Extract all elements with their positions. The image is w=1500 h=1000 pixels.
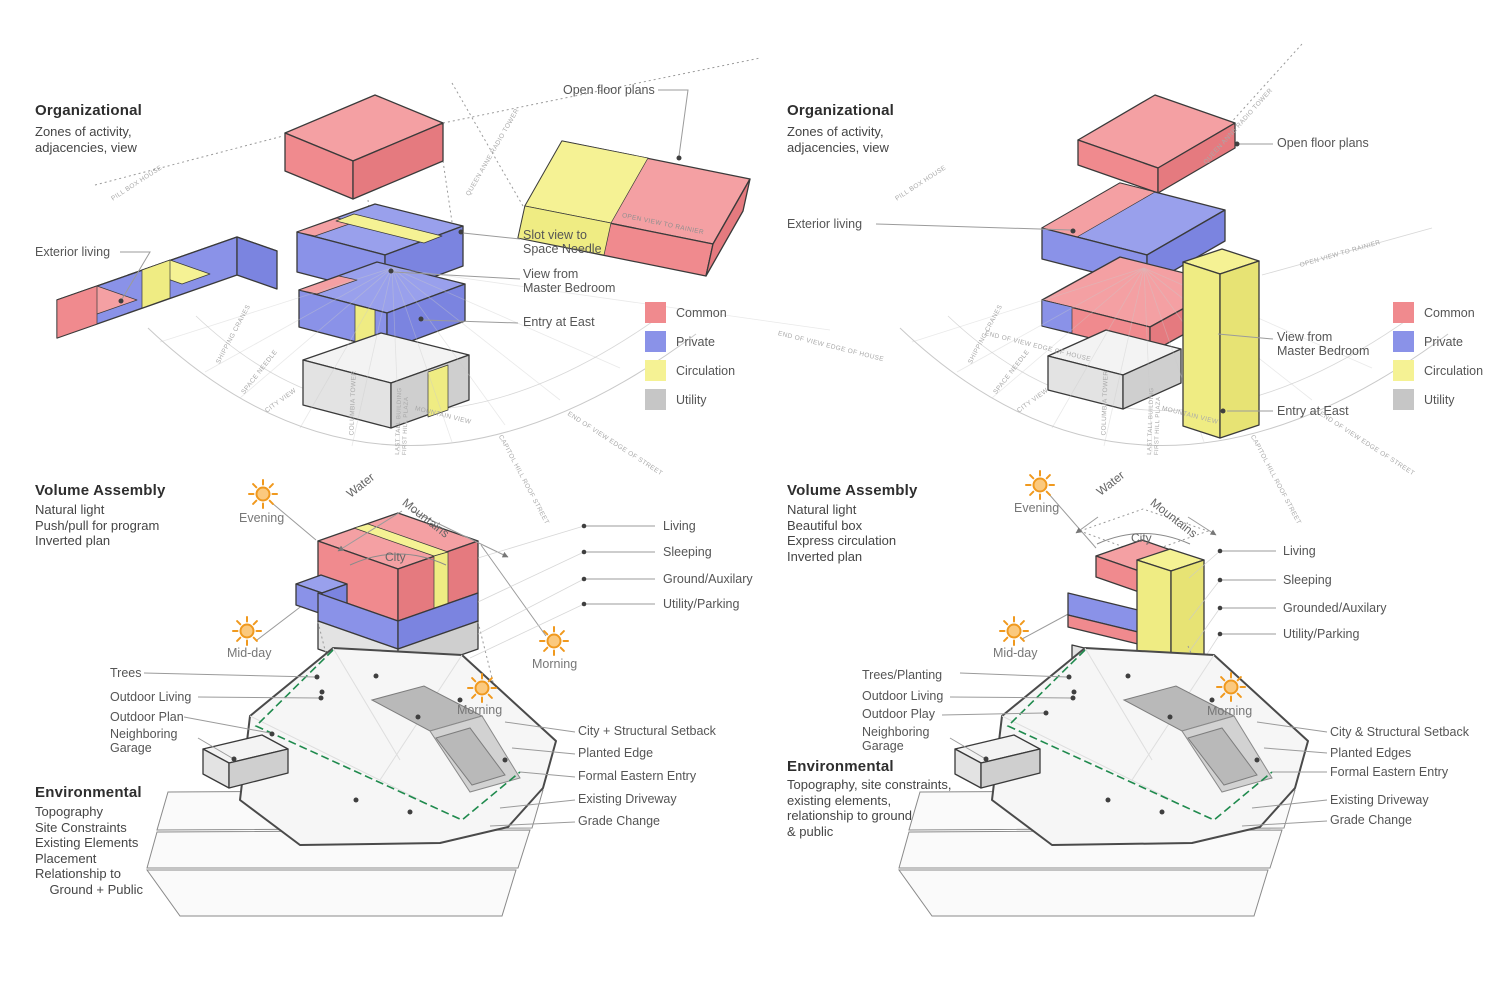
left-slot-view-label: Slot view to Space Needle	[523, 228, 602, 256]
left-env-garage-label: Neighboring Garage	[110, 727, 178, 755]
left-rotated-last-tall-building: LAST TALL BUILDING FIRST HILL PLAZA	[395, 387, 411, 456]
right-env-garage-label: Neighboring Garage	[862, 725, 930, 753]
left-vol-item-utility: Utility/Parking	[663, 597, 740, 611]
left-volume-title: Volume Assembly	[35, 482, 166, 499]
legend-swatch-common-2	[1393, 302, 1414, 323]
legend-label-circulation: Circulation	[676, 364, 736, 378]
legend-swatch-circulation-2	[1393, 360, 1414, 381]
right-vol-item-grounded: Grounded/Auxilary	[1283, 601, 1387, 615]
right-entry-east-label: Entry at East	[1277, 404, 1349, 418]
right-vol-item-utility: Utility/Parking	[1283, 627, 1360, 641]
right-volume-title: Volume Assembly	[787, 482, 918, 499]
right-env-entry-label: Formal Eastern Entry	[1330, 765, 1449, 779]
left-org-title: Organizational	[35, 102, 142, 119]
left-env-grade-label: Grade Change	[578, 814, 661, 828]
right-org-subtitle: Zones of activity, adjacencies, view	[787, 124, 889, 155]
right-env-planted-label: Planted Edges	[1330, 746, 1412, 760]
left-open-floor-plans-label: Open floor plans	[563, 83, 655, 97]
left-env-planted-label: Planted Edge	[578, 746, 654, 760]
left-vol-item-living: Living	[663, 519, 696, 533]
left-env-outdoor-living-label: Outdoor Living	[110, 690, 192, 704]
left-exterior-living-label: Exterior living	[35, 245, 111, 259]
left-entry-east-label: Entry at East	[523, 315, 595, 329]
legend-swatch-private-2	[1393, 331, 1414, 352]
legend-swatch-utility	[645, 389, 666, 410]
left-env-trees-label: Trees	[110, 666, 142, 680]
right-org-leaders	[875, 141, 1274, 414]
left-view-from-label: View from Master Bedroom	[523, 267, 616, 295]
right-exterior-living-label: Exterior living	[787, 217, 863, 231]
right-env-grade-label: Grade Change	[1330, 813, 1413, 827]
left-morning-label: Morning	[532, 657, 578, 671]
right-env-outdoor-living-label: Outdoor Living	[862, 689, 944, 703]
legend-label-private-2: Private	[1424, 335, 1463, 349]
right-org-yellow-slab	[1182, 248, 1260, 439]
legend-label-common-2: Common	[1424, 306, 1475, 320]
right-morning-label: Morning	[1207, 704, 1253, 718]
left-env-subtitle: Topography Site Constraints Existing Ele…	[35, 804, 144, 897]
left-org-subtitle: Zones of activity, adjacencies, view	[35, 124, 137, 155]
left-evening-label: Evening	[239, 511, 285, 525]
right-org-blocks	[1041, 94, 1236, 410]
right-env-driveway-label: Existing Driveway	[1330, 793, 1429, 807]
left-morning2-label: Morning	[457, 703, 503, 717]
left-env-driveway-label: Existing Driveway	[578, 792, 677, 806]
left-midday-label: Mid-day	[227, 646, 272, 660]
right-env-site	[898, 647, 1328, 917]
legend-label-circulation-2: Circulation	[1424, 364, 1484, 378]
right-env-setback-label: City & Structural Setback	[1330, 725, 1469, 739]
right-env-title: Environmental	[787, 758, 894, 775]
left-volume-subtitle: Natural light Push/pull for program Inve…	[35, 502, 160, 548]
right-env-subtitle: Topography, site constraints, existing e…	[787, 777, 952, 839]
right-city-label: City	[1131, 531, 1152, 545]
legend-swatch-common	[645, 302, 666, 323]
right-volume-subtitle: Natural light Beautiful box Express circ…	[787, 502, 897, 564]
left-city-label: City	[385, 550, 406, 564]
right-midday-label: Mid-day	[993, 646, 1038, 660]
legend-label-common: Common	[676, 306, 727, 320]
right-env-trees-label: Trees/Planting	[862, 668, 943, 682]
legend-swatch-private	[645, 331, 666, 352]
left-env-setback-label: City + Structural Setback	[578, 724, 716, 738]
legend-swatch-utility-2	[1393, 389, 1414, 410]
legend-label-private: Private	[676, 335, 715, 349]
left-org-leaders	[118, 89, 689, 324]
left-vol-item-ground: Ground/Auxilary	[663, 572, 753, 586]
right-view-from-label: View from Master Bedroom	[1277, 330, 1370, 358]
left-volume-blocks	[256, 502, 655, 717]
left-env-site	[143, 647, 576, 917]
right-org-construction	[899, 43, 1449, 446]
legend-label-utility-2: Utility	[1424, 393, 1455, 407]
right-org-title: Organizational	[787, 102, 894, 119]
left-env-title: Environmental	[35, 784, 142, 801]
right-env-outdoor-play-label: Outdoor Play	[862, 707, 935, 721]
right-rotated-last-tall-building: LAST TALL BUILDING FIRST HILL PLAZA	[1147, 387, 1163, 456]
left-env-outdoor-plan-label: Outdoor Plan	[110, 710, 184, 724]
legend-label-utility: Utility	[676, 393, 707, 407]
left-vol-item-sleeping: Sleeping	[663, 545, 712, 559]
right-open-floor-plans-label: Open floor plans	[1277, 136, 1369, 150]
left-env-entry-label: Formal Eastern Entry	[578, 769, 697, 783]
right-vol-item-sleeping: Sleeping	[1283, 573, 1332, 587]
legend-swatch-circulation	[645, 360, 666, 381]
right-vol-item-living: Living	[1283, 544, 1316, 558]
right-evening-label: Evening	[1014, 501, 1060, 515]
left-org-radials	[159, 267, 831, 453]
left-org-blocks	[56, 94, 751, 429]
